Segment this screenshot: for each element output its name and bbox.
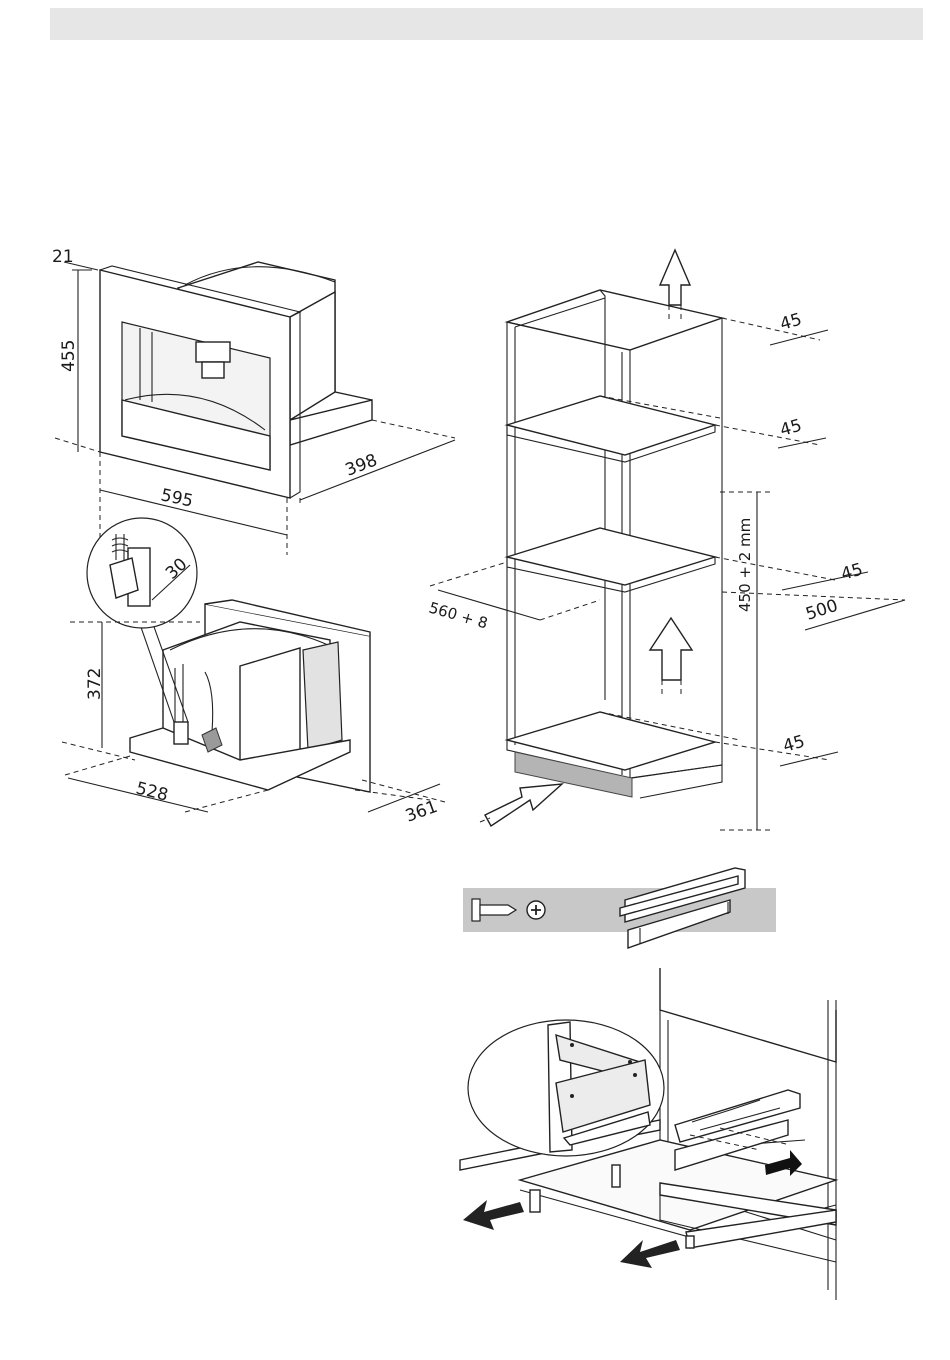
dim-connection-depth: 361 xyxy=(403,797,440,827)
dim-connection-height: 372 xyxy=(85,668,105,700)
arrow-icon xyxy=(660,250,690,305)
dim-niche-depth: 500 xyxy=(803,596,840,625)
dim-niche-height: 450 + 2 mm xyxy=(736,518,754,612)
dim-machine-width: 595 xyxy=(159,485,195,511)
arrow-icon xyxy=(463,1200,524,1230)
machine-front-view xyxy=(100,262,372,498)
dim-frame-depth: 21 xyxy=(52,247,74,267)
dim-niche-width: 560 + 8 xyxy=(427,599,490,633)
dim-machine-depth: 398 xyxy=(343,450,380,480)
dim-vent-upper: 45 xyxy=(778,416,804,441)
cabinet-view xyxy=(507,290,722,798)
arrow-icon xyxy=(650,618,692,680)
dim-vent-mid: 45 xyxy=(839,560,865,585)
arrow-icon xyxy=(485,784,562,826)
machine-rear-view xyxy=(130,600,370,792)
parts-band xyxy=(463,868,776,948)
rail-detail-callout xyxy=(468,1020,664,1156)
dim-machine-height: 455 xyxy=(59,340,79,372)
phillips-head-icon xyxy=(527,901,545,919)
arrow-icon xyxy=(620,1240,680,1268)
dim-vent-top: 45 xyxy=(778,310,804,335)
dim-vent-bottom: 45 xyxy=(781,732,807,757)
dim-connection-width: 528 xyxy=(134,778,170,805)
